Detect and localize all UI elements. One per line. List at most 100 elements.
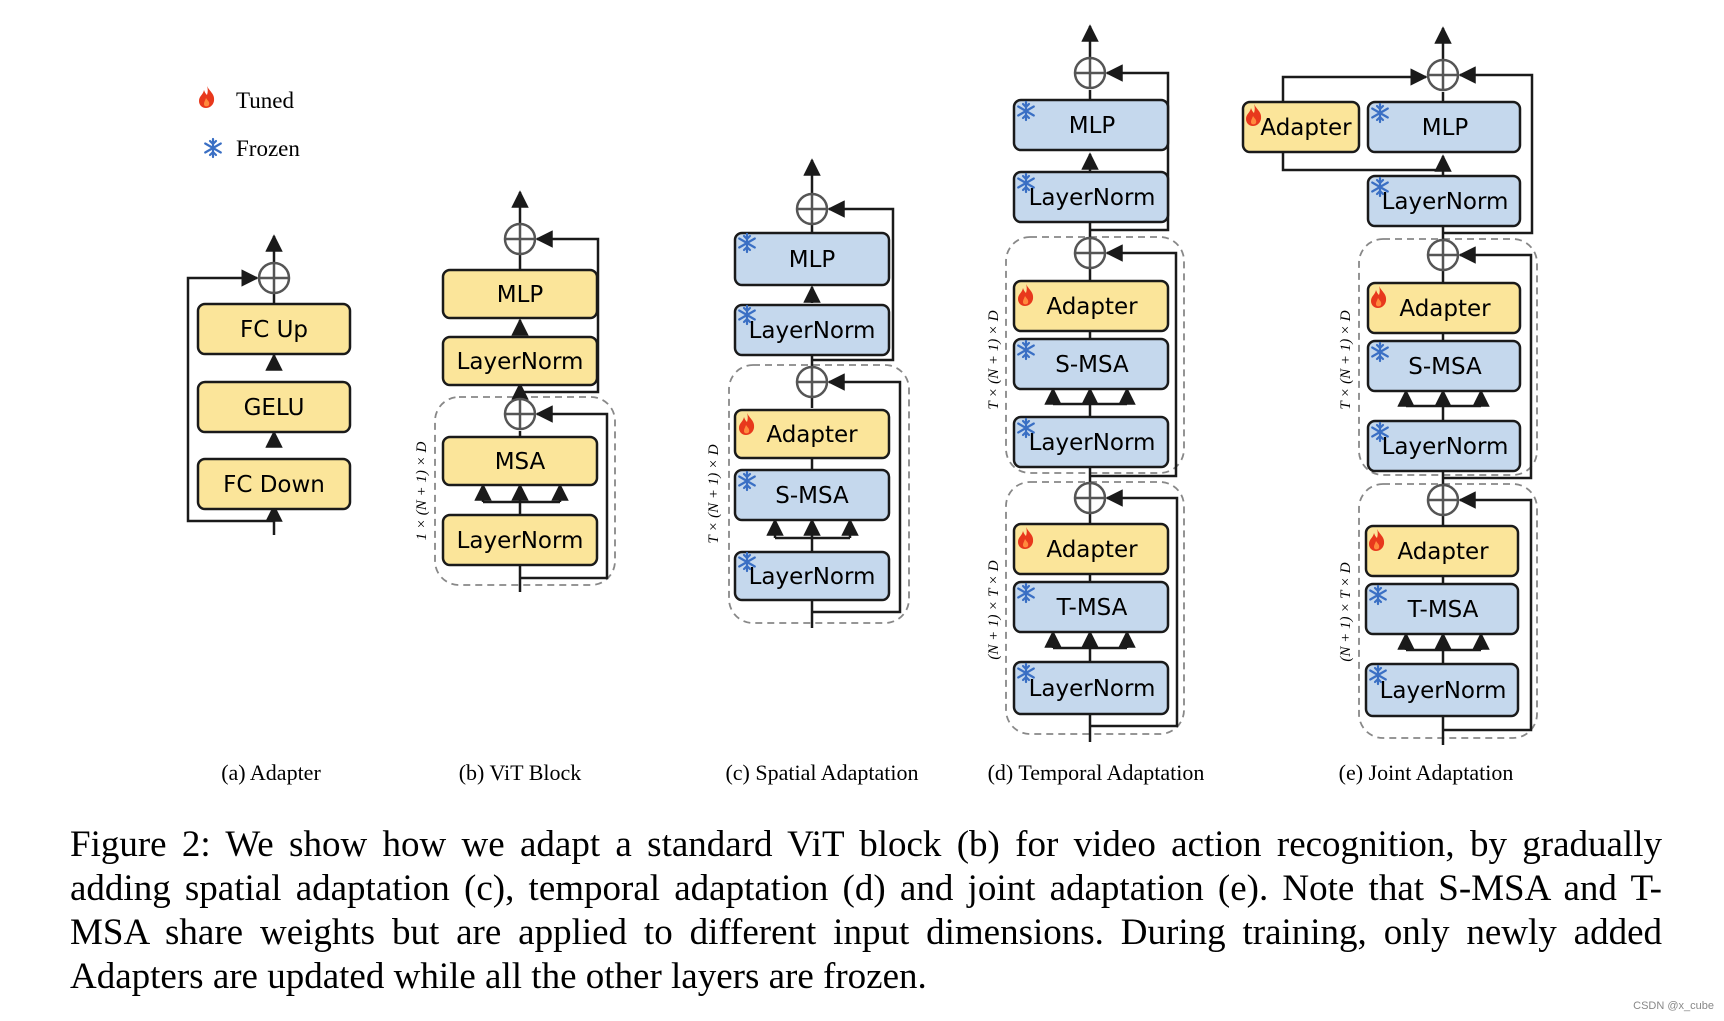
legend: Tuned Frozen (199, 86, 300, 161)
vit-dim-label: 1 × (N + 1) × D (414, 441, 430, 540)
temporal-layernorm-top-block (1012, 170, 1170, 224)
joint-layernorm-t-block (1364, 662, 1520, 718)
joint-layernorm-top-label: LayerNorm (1382, 189, 1509, 215)
spatial-dim-label: T × (N + 1) × D (706, 444, 722, 543)
spatial-smsa-label: S-MSA (775, 483, 849, 509)
vit-msa-label: MSA (495, 449, 546, 475)
temporal-add-mlp-icon (1073, 56, 1107, 90)
spatial-add-bottom-icon (795, 365, 829, 399)
temporal-add-s-icon (1073, 236, 1107, 270)
temporal-smsa-label: S-MSA (1055, 352, 1129, 378)
temporal-temporal-group (1005, 481, 1185, 735)
temporal-tmsa-label: T-MSA (1056, 595, 1128, 621)
watermark: CSDN @x_cube (1633, 1000, 1714, 1012)
joint-adapter-t-block (1364, 524, 1520, 578)
joint-mlp-label: MLP (1422, 115, 1469, 141)
temporal-adapter-t-label: Adapter (1046, 537, 1138, 563)
joint-layernorm-t-label: LayerNorm (1380, 678, 1507, 704)
temporal-adapter-t-block (1012, 522, 1170, 576)
joint-tmsa-block (1364, 582, 1520, 636)
spatial-layernorm-top-label: LayerNorm (749, 318, 876, 344)
temporal-adapter-s-label: Adapter (1046, 294, 1138, 320)
vit-add-top-icon (503, 222, 537, 256)
joint-add-s-icon (1426, 238, 1460, 272)
panel-temporal-adaptation: MLP LayerNorm Adapter S-MSA LayerNorm Ad… (986, 24, 1205, 785)
joint-temporal-group (1358, 483, 1538, 739)
vit-add-bottom-icon (503, 397, 537, 431)
joint-adapter-mlp-block (1241, 100, 1361, 154)
joint-smsa-label: S-MSA (1408, 354, 1482, 380)
joint-mlp-block (1366, 100, 1522, 154)
fc-down-block (196, 457, 352, 511)
temporal-layernorm-top-label: LayerNorm (1029, 185, 1156, 211)
temporal-layernorm-s-block (1012, 415, 1170, 469)
caption-c: (c) Spatial Adaptation (725, 760, 918, 785)
spatial-adapter-label: Adapter (766, 422, 858, 448)
vit-mlp-label: MLP (497, 282, 544, 308)
spatial-smsa-block (733, 468, 891, 522)
joint-add-t-icon (1426, 483, 1460, 517)
panel-vit-block: MLP LayerNorm MSA LayerNorm 1 × (N + 1) … (414, 190, 616, 785)
temporal-tmsa-block (1012, 580, 1170, 634)
caption-e: (e) Joint Adaptation (1339, 760, 1514, 785)
vit-mlp-block (441, 268, 599, 320)
joint-adapter-s-label: Adapter (1399, 296, 1491, 322)
gelu-label: GELU (244, 395, 305, 421)
temporal-layernorm-t-label: LayerNorm (1029, 676, 1156, 702)
joint-smsa-block (1366, 339, 1522, 393)
temporal-dim-t-label: (N + 1) × T × D (986, 560, 1002, 659)
joint-adapter-mlp-label: Adapter (1260, 115, 1352, 141)
figure-caption: Figure 2: We show how we adapt a standar… (70, 824, 1662, 997)
temporal-adapter-s-block (1012, 279, 1170, 333)
fc-up-block (196, 302, 352, 356)
joint-layernorm-s-label: LayerNorm (1382, 434, 1509, 460)
vit-layernorm-top-block (441, 335, 599, 387)
temporal-add-t-icon (1073, 481, 1107, 515)
panel-spatial-adaptation: MLP LayerNorm Adapter S-MSA LayerNorm T … (706, 158, 919, 785)
spatial-group (728, 364, 910, 624)
spatial-add-top-icon (795, 192, 829, 226)
fc-down-label: FC Down (223, 472, 325, 498)
joint-layernorm-top-block (1366, 174, 1522, 228)
joint-add-mlp-icon (1426, 58, 1460, 92)
panel-adapter-blocks: FC Up GELU FC Down (a) Adapter (196, 261, 352, 785)
spatial-mlp-block (733, 231, 891, 287)
spatial-adapter-block (733, 408, 891, 460)
temporal-layernorm-t-block (1012, 660, 1170, 716)
joint-adapter-t-label: Adapter (1397, 539, 1489, 565)
spatial-layernorm-bottom-label: LayerNorm (749, 564, 876, 590)
snowflake-icon (204, 137, 222, 159)
fc-up-label: FC Up (240, 317, 308, 343)
vit-layernorm-bottom-block (441, 513, 599, 567)
gelu-block (196, 380, 352, 434)
joint-dim-s-label: T × (N + 1) × D (1338, 310, 1354, 409)
temporal-dim-s-label: T × (N + 1) × D (986, 310, 1002, 409)
spatial-layernorm-top-block (733, 303, 891, 357)
temporal-smsa-block (1012, 337, 1170, 391)
spatial-layernorm-bottom-block (733, 550, 891, 602)
caption-b: (b) ViT Block (459, 760, 582, 785)
joint-spatial-group (1358, 238, 1538, 476)
caption-d: (d) Temporal Adaptation (988, 760, 1205, 785)
panel-joint-adaptation: Adapter MLP LayerNorm Adapter S-MSA Laye… (1241, 26, 1538, 785)
joint-layernorm-s-block (1366, 419, 1522, 473)
joint-tmsa-label: T-MSA (1407, 597, 1479, 623)
legend-tuned-label: Tuned (236, 88, 294, 113)
temporal-spatial-group (1005, 236, 1185, 474)
vit-layernorm-top-label: LayerNorm (457, 349, 584, 375)
spatial-mlp-label: MLP (789, 247, 836, 273)
temporal-layernorm-s-label: LayerNorm (1029, 430, 1156, 456)
fire-icon (199, 86, 215, 108)
joint-dim-t-label: (N + 1) × T × D (1338, 562, 1354, 661)
residual-add-icon (257, 261, 291, 295)
panel-adapter (186, 234, 283, 535)
legend-frozen-label: Frozen (236, 136, 300, 161)
vit-msa-block (441, 435, 599, 487)
temporal-mlp-block (1012, 98, 1170, 152)
temporal-mlp-label: MLP (1069, 113, 1116, 139)
vit-layernorm-bottom-label: LayerNorm (457, 528, 584, 554)
caption-a: (a) Adapter (221, 760, 321, 785)
joint-adapter-s-block (1366, 281, 1522, 335)
